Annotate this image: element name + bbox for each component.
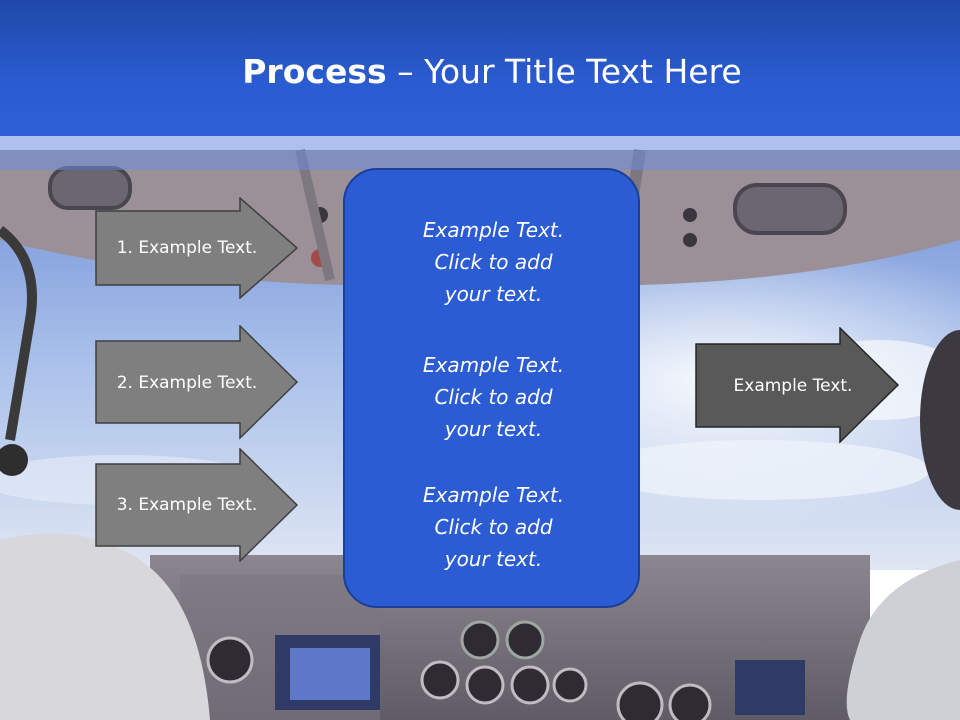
- left-arrow-label: 3. Example Text.: [116, 495, 258, 515]
- center-text-line: your text.: [444, 282, 543, 306]
- center-text-block-2: Example Text. Click to add your text.: [345, 349, 642, 445]
- center-text-block-3: Example Text. Click to add your text.: [345, 479, 642, 575]
- center-text-line: your text.: [444, 547, 543, 571]
- center-text-line: Click to add: [434, 250, 553, 274]
- left-arrow-1[interactable]: 1. Example Text.: [95, 197, 299, 299]
- slide-title[interactable]: Process – Your Title Text Here: [0, 52, 960, 91]
- arrow-shape: [95, 325, 299, 440]
- right-arrow[interactable]: Example Text.: [695, 327, 900, 444]
- center-text-line: Example Text.: [422, 483, 565, 507]
- center-text-line: your text.: [444, 417, 543, 441]
- slide-title-bold: Process: [242, 52, 387, 91]
- title-header-bar: [0, 0, 960, 136]
- left-arrow-3[interactable]: 3. Example Text.: [95, 448, 299, 562]
- center-text-box[interactable]: Example Text. Click to add your text. Ex…: [343, 168, 640, 608]
- right-arrow-label: Example Text.: [733, 375, 853, 396]
- center-text-line: Example Text.: [422, 353, 565, 377]
- header-transparent-band: [0, 136, 960, 170]
- slide-title-rest: – Your Title Text Here: [386, 52, 742, 91]
- left-arrow-2[interactable]: 2. Example Text.: [95, 325, 299, 440]
- center-text-block-1: Example Text. Click to add your text.: [345, 214, 642, 310]
- arrow-shape: [695, 327, 900, 444]
- left-arrow-label: 1. Example Text.: [116, 238, 258, 258]
- center-text-line: Example Text.: [422, 218, 565, 242]
- arrow-shape: [95, 448, 299, 562]
- arrow-shape: [95, 197, 299, 299]
- center-text-line: Click to add: [434, 515, 553, 539]
- center-text-line: Click to add: [434, 385, 553, 409]
- left-arrow-label: 2. Example Text.: [116, 372, 258, 393]
